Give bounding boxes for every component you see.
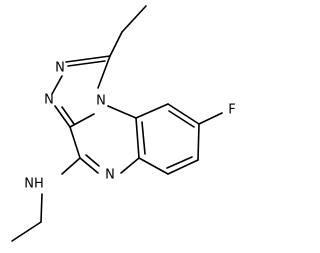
atom-label-nh: NH [24,177,44,192]
bond-c8-c7 [197,123,200,161]
bond-c7-c6-double-inner [166,156,193,169]
atom-label-n-bottom: N [44,93,54,108]
bond-n2-n3 [51,75,63,95]
bond-c3a-c4 [69,126,81,159]
bond-n3-c3a-double-inner [61,106,75,125]
molecule-diagram: N N N N NH F [11,5,236,242]
bond-c1-n2-double-inner [67,60,106,67]
bond-c5a-c9a [135,117,140,159]
bond-ethyl-ch2-ch3 [121,5,147,33]
bond-c7-c6-double [167,159,199,175]
bond-c1-n2-double [65,55,111,63]
atom-label-n-pyrazine: N [105,168,115,183]
bonds [11,5,223,242]
bond-c5a-c9a-inner [141,121,146,155]
bond-n5-c5a [120,157,140,174]
bond-c6-c5a [138,157,169,175]
bond-c9-c8-double-inner [168,110,195,128]
bond-c8-f [198,112,223,125]
bond-n3-c3a-double [54,105,71,128]
bond-c3a-n4 [69,113,95,128]
bond-c9a-n4 [107,105,137,119]
bond-ch2-ch3 [11,221,42,242]
bond-nh-ch2 [40,193,43,223]
atom-label-n-top: N [55,61,65,76]
atom-label-n-bridgehead: N [96,94,106,109]
atom-labels: N N N N NH F [24,61,235,192]
structure-svg: N N N N NH F [11,5,236,242]
bond-c4-nh [61,157,81,175]
bond-n4-c1 [97,55,111,89]
bond-c9-c8-double [167,103,200,125]
atom-label-fluorine: F [228,103,235,118]
bond-c1-ethyl-ch2 [109,31,123,57]
bond-c4-n5-double [79,157,99,174]
bond-c4-n5-double-inner [85,154,100,167]
bond-c9a-c9 [135,103,169,119]
